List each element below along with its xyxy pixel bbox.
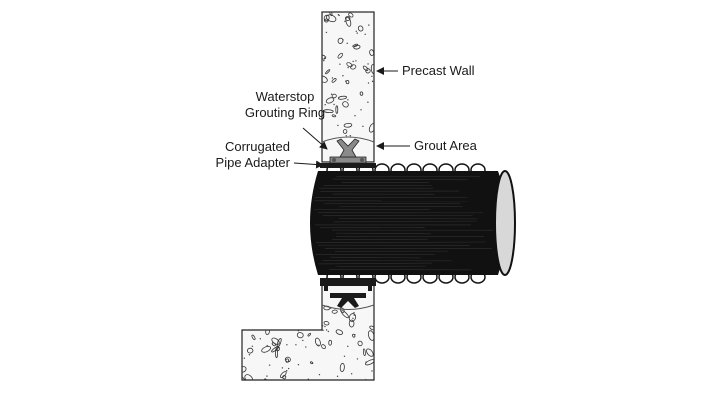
- precast-wall-upper: [318, 8, 377, 162]
- corrugated-pipe: [310, 171, 515, 275]
- label-grout-area: Grout Area: [414, 138, 477, 154]
- label-corrugated-pipe-adapter: Corrugated Pipe Adapter: [198, 139, 290, 171]
- label-waterstop-grouting-ring: Waterstop Grouting Ring: [236, 89, 334, 121]
- label-precast-wall: Precast Wall: [402, 63, 474, 79]
- arrow-icon: [294, 163, 323, 165]
- precast-wall-lower: [239, 283, 376, 383]
- corrugated-pipe-adapter-upper: [320, 163, 376, 168]
